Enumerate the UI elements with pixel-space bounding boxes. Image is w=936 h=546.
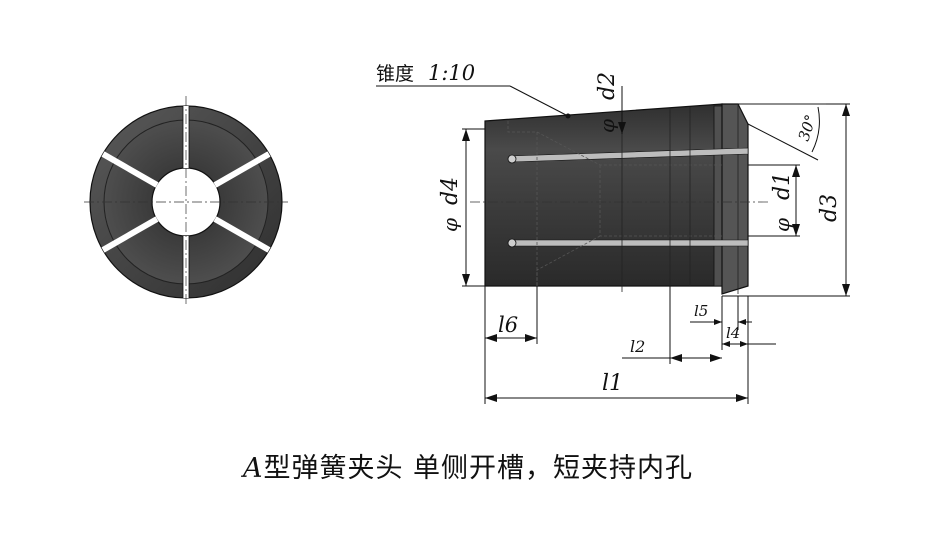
caption-type-letter: A [242,453,264,484]
side-slots [507,147,749,248]
dimensions: 锥度 1:10 d2 φ d4 φ d1 φ [376,61,850,404]
d3-label: d3 [817,194,842,222]
end-view [84,96,288,306]
d2-label: d2 [595,72,620,100]
side-view [470,103,770,295]
l4-label: l4 [726,324,740,342]
figure-caption: A型弹簧夹头 单侧开槽，短夹持内孔 [0,446,936,485]
l6-label: l6 [498,313,518,337]
d2-phi: φ [595,119,619,133]
l2-label: l2 [630,337,645,356]
angle-label: 30° [795,112,820,143]
caption-text: 型弹簧夹头 单侧开槽，短夹持内孔 [263,453,694,484]
d4-label: d4 [438,177,463,205]
l5-label: l5 [694,302,708,320]
d1-label: d1 [770,172,795,200]
taper-label: 锥度 [376,63,414,85]
d1-phi: φ [770,218,794,232]
taper-ratio: 1:10 [428,61,475,85]
d4-phi: φ [438,218,462,232]
l1-label: l1 [602,371,623,396]
